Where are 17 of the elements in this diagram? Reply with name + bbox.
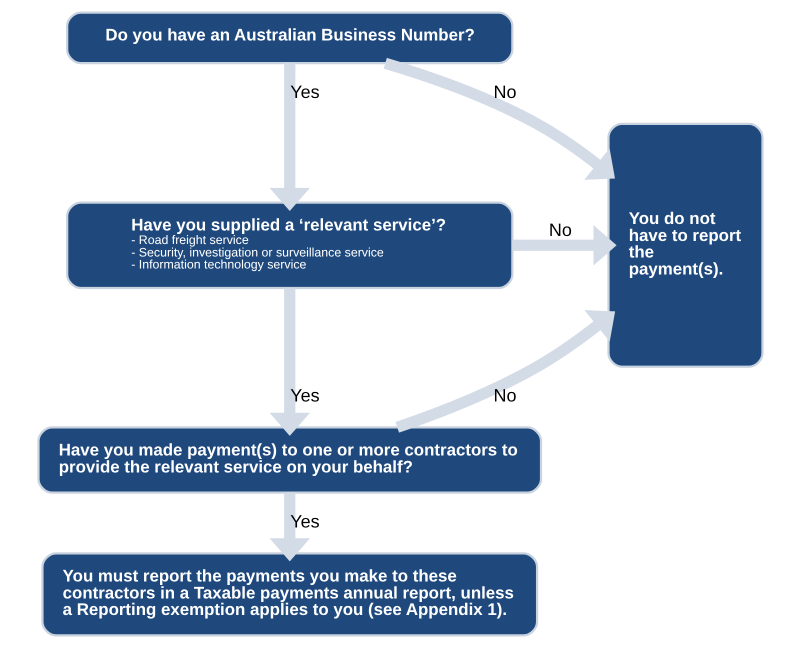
node-box: Do you have an Australian Business Number? xyxy=(66,11,513,64)
edge-label: Yes xyxy=(290,82,320,102)
arrow xyxy=(269,63,310,211)
arrow xyxy=(269,288,310,436)
node-box: Have you made payment(s) to one or more contractors to provide the relevant service on your behalf? xyxy=(36,426,542,494)
edge-label: No xyxy=(493,82,516,102)
edge-label: Yes xyxy=(290,511,320,532)
arrow xyxy=(394,310,615,433)
arrow xyxy=(269,492,310,562)
edge-label: No xyxy=(493,385,516,406)
arrow xyxy=(383,58,614,180)
arrow xyxy=(512,225,616,266)
edge-label: Yes xyxy=(290,385,320,406)
node-box: You must report the payments you make to these contractors in a Taxable payments annual report, unless a Reporting exemption applies to you (see Appendix 1). xyxy=(40,552,538,637)
edge-label: No xyxy=(548,220,572,240)
node-box: Have you supplied a ‘relevant service’? - Road freight service - Security, investigation or surveillance service - Information technology service xyxy=(66,201,513,290)
node-box: You do not have to report the payment(s). xyxy=(606,122,764,368)
